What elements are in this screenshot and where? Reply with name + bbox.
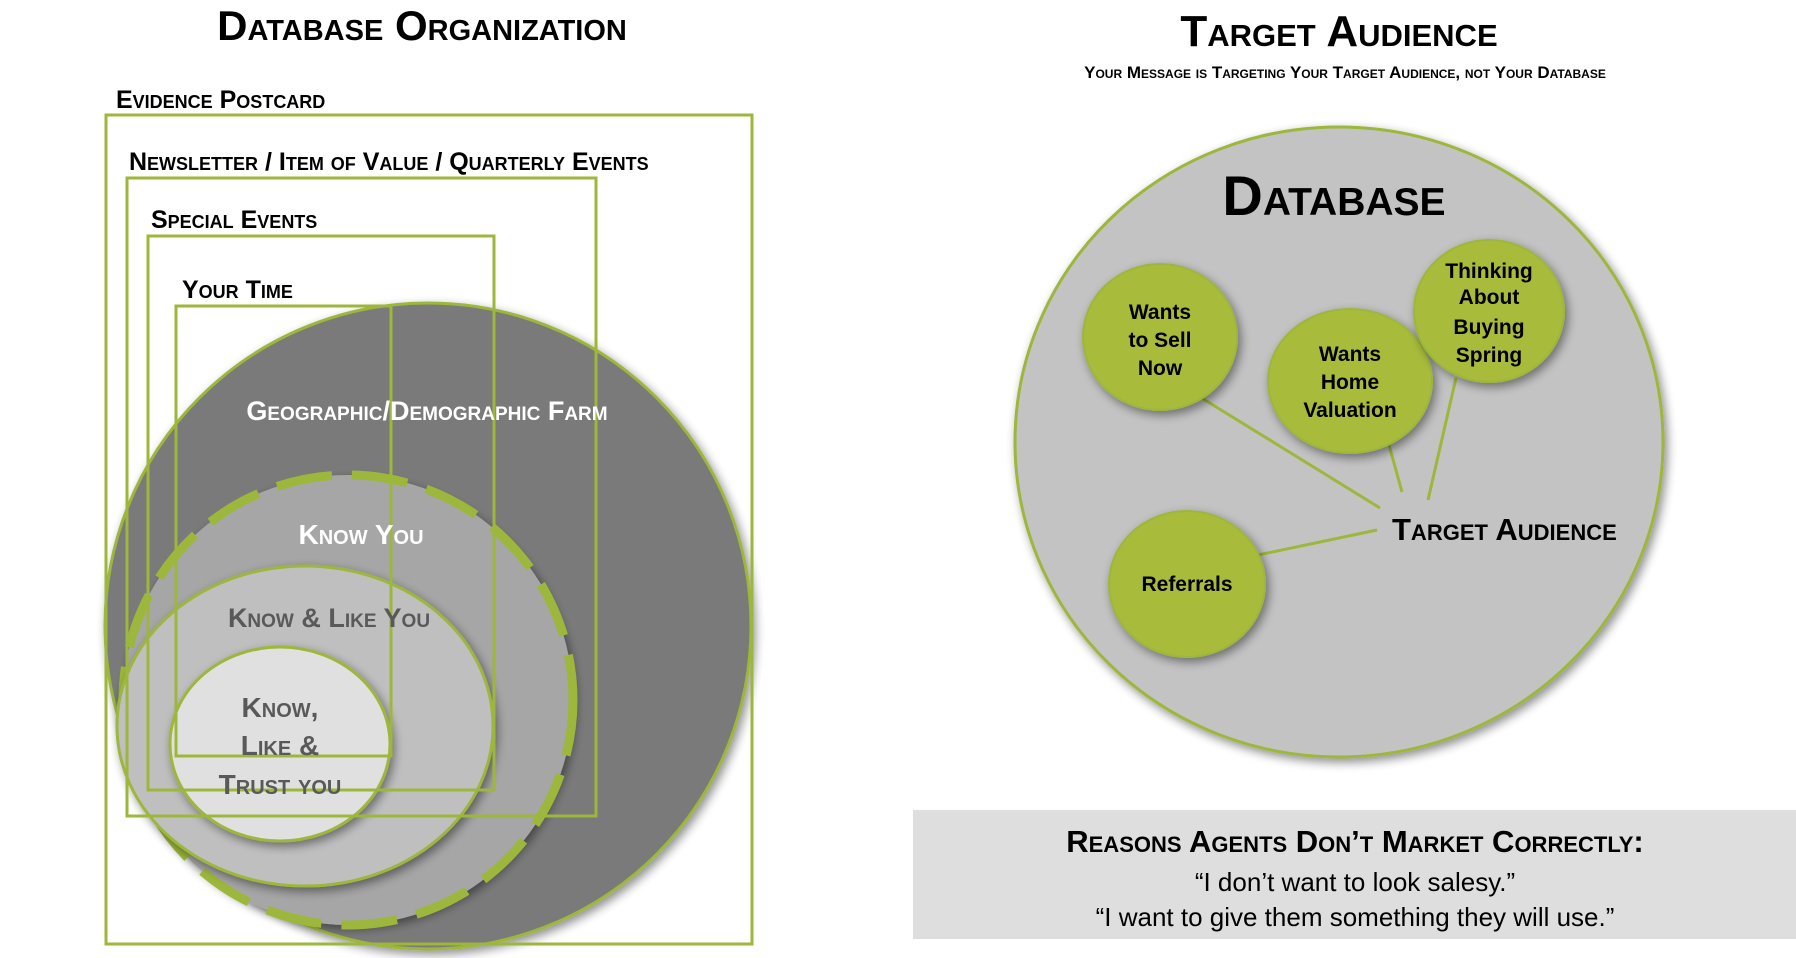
newsletter-label: Newsletter / Item of Value / Quarterly E… (129, 148, 649, 176)
know-you-label: Know You (298, 519, 423, 550)
special-events-label: Special Events (151, 206, 317, 234)
bubble-referrals (1108, 510, 1266, 658)
bubble-sell-now (1082, 263, 1238, 411)
reasons-heading: Reasons Agents Don’t Market Correctly: (1066, 824, 1644, 859)
your-time-label: Your Time (182, 276, 293, 304)
bubble-home-valuation (1267, 308, 1433, 454)
connector-thinking (1426, 377, 1458, 501)
farm-label: Geographic/Demographic Farm (246, 396, 607, 426)
connector-valuation (1387, 444, 1404, 493)
connector-referrals (1257, 528, 1378, 557)
right-title: Target Audience (1180, 7, 1497, 56)
bubble-thinking-line1: Thinking (1445, 260, 1533, 283)
reasons-quote-2: “I want to give them something they will… (1096, 902, 1615, 932)
target-audience-label: Target Audience (1392, 512, 1617, 547)
right-subtitle: Your Message is Targeting Your Target Au… (1084, 63, 1606, 82)
connector-sell-now (1199, 395, 1381, 510)
left-title: Database Organization (217, 2, 627, 49)
bubble-thinking-line4: Spring (1456, 344, 1523, 367)
reasons-box (913, 810, 1796, 939)
know-like-label: Know & Like You (228, 603, 430, 633)
bubble-sell-now-line3: Now (1138, 357, 1183, 380)
bubble-valuation-line1: Wants (1319, 343, 1381, 366)
bubble-sell-now-line1: Wants (1129, 301, 1191, 324)
trust-label-line2: Like & (241, 730, 319, 761)
bubble-valuation-line2: Home (1321, 371, 1379, 394)
reasons-quote-1: “I don’t want to look salesy.” (1195, 867, 1515, 897)
bubble-thinking-buying (1413, 239, 1565, 383)
trust-label-line3: Trust you (219, 769, 342, 800)
trust-label-line1: Know, (242, 692, 319, 723)
bubble-referrals-line1: Referrals (1141, 573, 1232, 596)
evidence-postcard-box (104, 113, 754, 946)
bubble-thinking-line2: About (1459, 286, 1520, 309)
bubble-thinking-line3: Buying (1453, 316, 1524, 339)
bubble-sell-now-line2: to Sell (1128, 329, 1191, 352)
evidence-postcard-label: Evidence Postcard (116, 86, 325, 114)
your-time-box (174, 304, 393, 758)
database-label: Database (1222, 164, 1445, 227)
newsletter-box (125, 176, 598, 818)
bubble-valuation-line3: Valuation (1303, 399, 1396, 422)
special-events-box (146, 234, 496, 792)
